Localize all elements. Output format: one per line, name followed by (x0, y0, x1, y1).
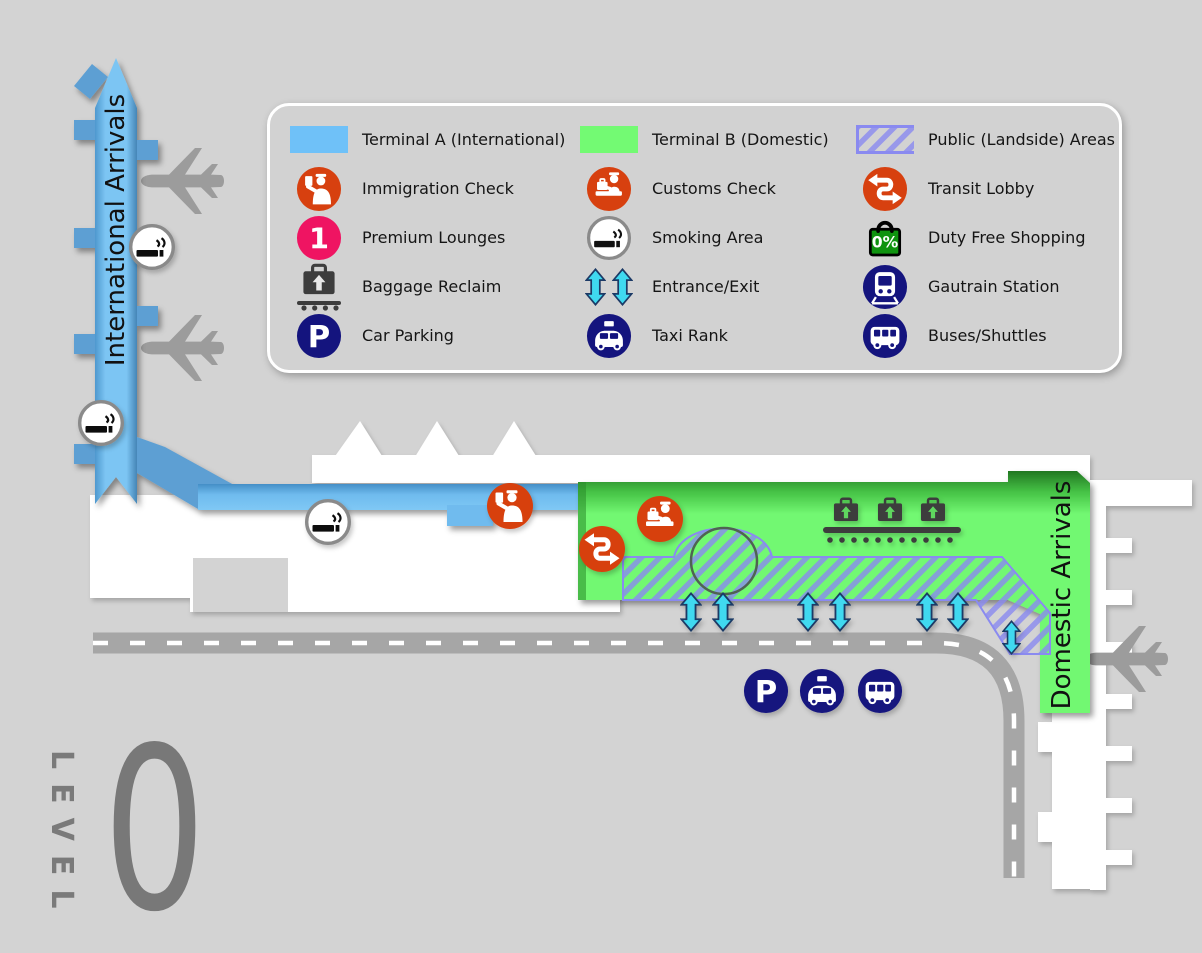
legend-label: Baggage Reclaim (362, 277, 502, 296)
legend-item-taxi: Taxi Rank (580, 311, 856, 360)
buses-shuttles-icon (856, 313, 914, 359)
legend-label: Customs Check (652, 179, 776, 198)
buses-shuttles-icon (857, 668, 903, 714)
immigration-check-icon (290, 165, 348, 212)
legend-item-terminal-b: Terminal B (Domestic) (580, 115, 856, 164)
legend-item-bus: Buses/Shuttles (856, 311, 1115, 360)
legend-item-entrance: Entrance/Exit (580, 262, 856, 311)
premium-lounges-icon (290, 215, 348, 261)
legend-label: Transit Lobby (928, 179, 1035, 198)
legend-label: Public (Landside) Areas (928, 130, 1115, 149)
legend-item-customs: Customs Check (580, 164, 856, 213)
baggage-reclaim-belt (823, 497, 961, 543)
customs-check-icon (580, 165, 638, 212)
legend-label: Duty Free Shopping (928, 228, 1086, 247)
car-parking-icon (290, 313, 348, 359)
legend-label: Taxi Rank (652, 326, 728, 345)
baggage-reclaim-icon (290, 263, 348, 311)
legend-item-dutyfree: Duty Free Shopping (856, 213, 1115, 262)
legend-item-transit: Transit Lobby (856, 164, 1115, 213)
gautrain-station-icon (856, 263, 914, 310)
terminal-b-swatch (580, 126, 638, 153)
legend-item-lounges: Premium Lounges (290, 213, 580, 262)
legend-label: Premium Lounges (362, 228, 506, 247)
duty-free-icon (856, 216, 914, 260)
public-landside-area (622, 526, 1051, 655)
access-road (93, 632, 1025, 878)
legend-label: Buses/Shuttles (928, 326, 1047, 345)
legend-item-immigration: Immigration Check (290, 164, 580, 213)
international-arrivals-label: International Arrivals (101, 94, 131, 366)
legend-label: Entrance/Exit (652, 277, 760, 296)
customs-check-icon (636, 495, 684, 543)
immigration-check-icon (486, 482, 534, 530)
building-notch (193, 558, 288, 612)
level-label: LEVEL (44, 750, 79, 922)
transit-lobby-icon (579, 526, 625, 572)
taxi-rank-icon (580, 313, 638, 359)
smoking-area-icon (580, 215, 638, 261)
smoking-area-icon (305, 499, 351, 545)
legend-item-gautrain: Gautrain Station (856, 262, 1115, 311)
transit-lobby-icon (856, 166, 914, 212)
legend-item-terminal-a: Terminal A (International) (290, 115, 580, 164)
smoking-area-icon (128, 223, 176, 270)
entrance-exit-icon (580, 267, 638, 307)
map-poi-icons (77, 223, 1021, 714)
legend-label: Terminal A (International) (362, 130, 566, 149)
legend-panel: Terminal A (International) Terminal B (D… (267, 103, 1122, 373)
legend-label: Car Parking (362, 326, 454, 345)
terminal-a-strip (95, 58, 137, 504)
taxi-rank-icon (799, 668, 845, 714)
legend-item-baggage: Baggage Reclaim (290, 262, 580, 311)
legend-label: Terminal B (Domestic) (652, 130, 829, 149)
terminal-a-swatch (290, 126, 348, 153)
public-areas-swatch (856, 125, 914, 154)
legend-label: Gautrain Station (928, 277, 1060, 296)
legend-item-public-areas: Public (Landside) Areas (856, 115, 1115, 164)
legend-label: Immigration Check (362, 179, 514, 198)
legend-label: Smoking Area (652, 228, 764, 247)
legend-item-smoking: Smoking Area (580, 213, 856, 262)
smoking-area-icon (77, 400, 125, 446)
level-number: 0 (103, 700, 206, 953)
domestic-arrivals-label: Domestic Arrivals (1047, 481, 1077, 710)
legend-item-parking: Car Parking (290, 311, 580, 360)
car-parking-icon (743, 668, 789, 714)
